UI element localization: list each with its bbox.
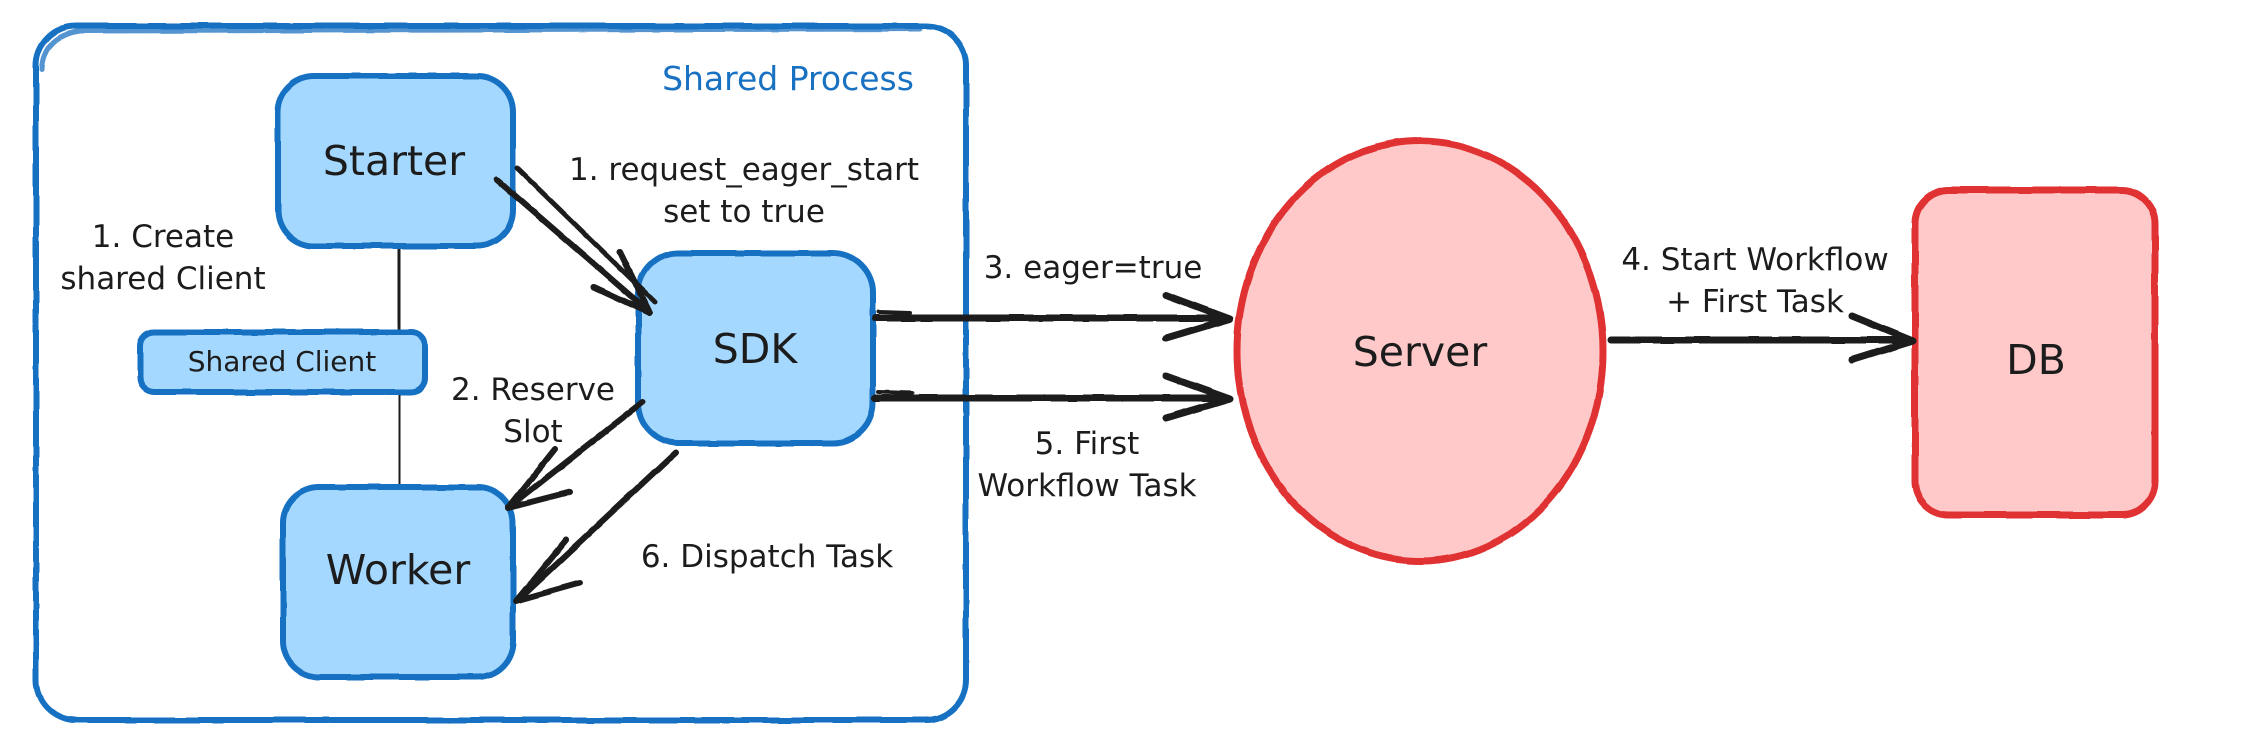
node-sdk-label: SDK xyxy=(713,325,799,373)
node-starter-label: Starter xyxy=(323,137,465,185)
edge-sdk-worker-dispatch xyxy=(513,449,679,604)
edge-label-start-workflow-line2: + First Task xyxy=(1666,284,1844,320)
node-db-label: DB xyxy=(2006,336,2066,384)
edge-server-db xyxy=(1607,312,1917,364)
edge-label-request-eager-start-line2: set to true xyxy=(663,194,825,230)
node-server-label: Server xyxy=(1353,328,1488,376)
edge-label-eager-true: 3. eager=true xyxy=(984,250,1203,286)
shared-process-label: Shared Process xyxy=(662,59,914,98)
edge-label-reserve-slot-line2: Slot xyxy=(503,414,562,450)
edge-label-dispatch-task: 6. Dispatch Task xyxy=(641,539,893,575)
node-shared-client[interactable]: Shared Client xyxy=(137,329,428,395)
node-starter[interactable]: Starter xyxy=(275,73,516,249)
node-worker[interactable]: Worker xyxy=(280,484,516,680)
node-db[interactable]: DB xyxy=(1911,186,2159,519)
node-server[interactable]: Server xyxy=(1233,137,1607,565)
edge-starter-sdk xyxy=(494,165,658,316)
edge-label-request-eager-start-line1: 1. request_eager_start xyxy=(569,152,919,188)
shared-process-group xyxy=(33,23,969,723)
edge-label-start-workflow-line1: 4. Start Workflow xyxy=(1621,242,1888,278)
edge-label-create-shared-client-line1: 1. Create xyxy=(92,219,234,255)
edge-shared-client-worker xyxy=(396,384,403,495)
edge-label-first-workflow-task-line2: Workflow Task xyxy=(977,468,1196,504)
edge-label-create-shared-client-line2: shared Client xyxy=(60,261,265,297)
node-shared-client-label: Shared Client xyxy=(188,345,377,378)
edge-label-first-workflow-task-line1: 5. First xyxy=(1035,426,1140,462)
node-worker-label: Worker xyxy=(326,546,471,594)
edge-sdk-server-first-task xyxy=(871,372,1234,422)
edge-sdk-worker-reserve xyxy=(505,399,646,511)
edge-label-reserve-slot-line1: 2. Reserve xyxy=(451,372,615,408)
edge-sdk-server-eager xyxy=(871,291,1234,342)
node-sdk[interactable]: SDK xyxy=(635,250,876,446)
